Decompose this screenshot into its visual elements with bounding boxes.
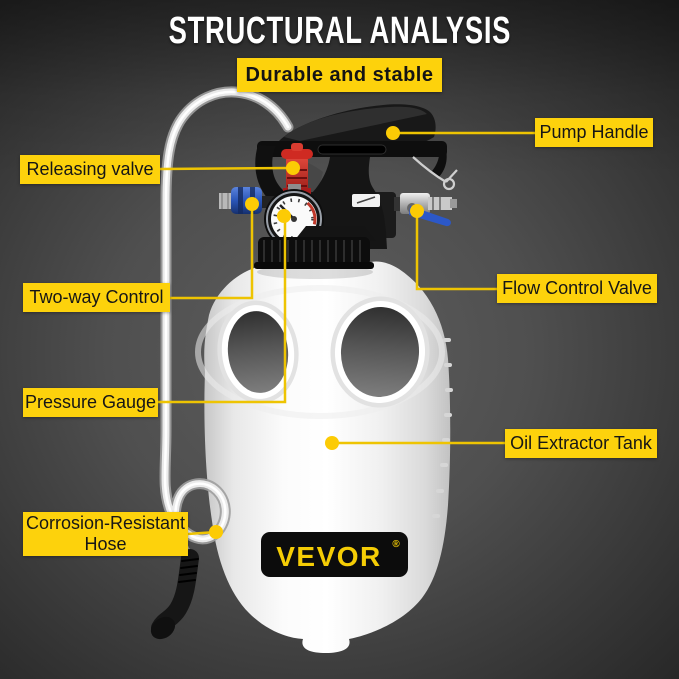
hose-tube-highlight [163,90,290,561]
durability-badge: Durable and stable [237,58,442,92]
pump-assembly-graphic [219,104,458,269]
callout-line-flow-control-valve [415,212,497,291]
page-title: STRUCTURAL ANALYSIS [0,12,679,50]
oil-extractor-tank-graphic: VEVOR ® [195,261,453,653]
label-releasing-valve: Releasing valve [20,155,160,184]
callout-line-two-way-control [170,206,254,300]
callout-dot-pump-handle [386,126,400,140]
corrosion-resistant-hose-graphic [150,86,294,640]
callout-dot-corrosion-hose [209,525,223,539]
left-handle-hole [217,300,299,404]
right-handle-hole [330,296,430,408]
hose-elbow-tip [150,616,176,640]
callout-dot-oil-extractor-tank [325,436,339,450]
brand-text: VEVOR [276,541,382,572]
label-corrosion-resistant-hose: Corrosion-Resistant Hose [23,512,188,556]
spec-sticker [352,194,380,207]
pump-handle-top-facet [284,106,427,141]
pump-rod-clip [412,156,458,191]
label-two-way-control: Two-way Control [23,283,170,312]
label-pressure-gauge: Pressure Gauge [23,388,158,417]
page-title-text: STRUCTURAL ANALYSIS [168,10,511,52]
label-flow-control-valve: Flow Control Valve [497,274,657,303]
handle-grip-slot [317,144,387,155]
brand-registered-mark: ® [392,539,400,550]
vevor-logo: VEVOR ® [261,532,408,577]
label-pump-handle: Pump Handle [535,118,653,147]
hose-sleeve-ribs [178,558,199,583]
callout-dots [209,126,424,539]
volume-notches [432,338,453,518]
tank-cap-graphic [254,237,374,269]
cap-ribs [263,240,361,263]
callout-dot-pressure-gauge [277,209,291,223]
handle-recess [195,285,445,419]
callout-lines [158,131,535,536]
label-oil-extractor-tank: Oil Extractor Tank [505,429,657,458]
callout-line-releasing-valve [159,166,294,171]
callout-dot-two-way-control [245,197,259,211]
callout-dot-releasing-valve [286,161,300,175]
callout-line-pressure-gauge [158,217,287,404]
handle-right-hook [432,142,447,177]
callout-dot-flow-control-valve [410,204,424,218]
flow-control-valve-graphic [394,193,457,227]
